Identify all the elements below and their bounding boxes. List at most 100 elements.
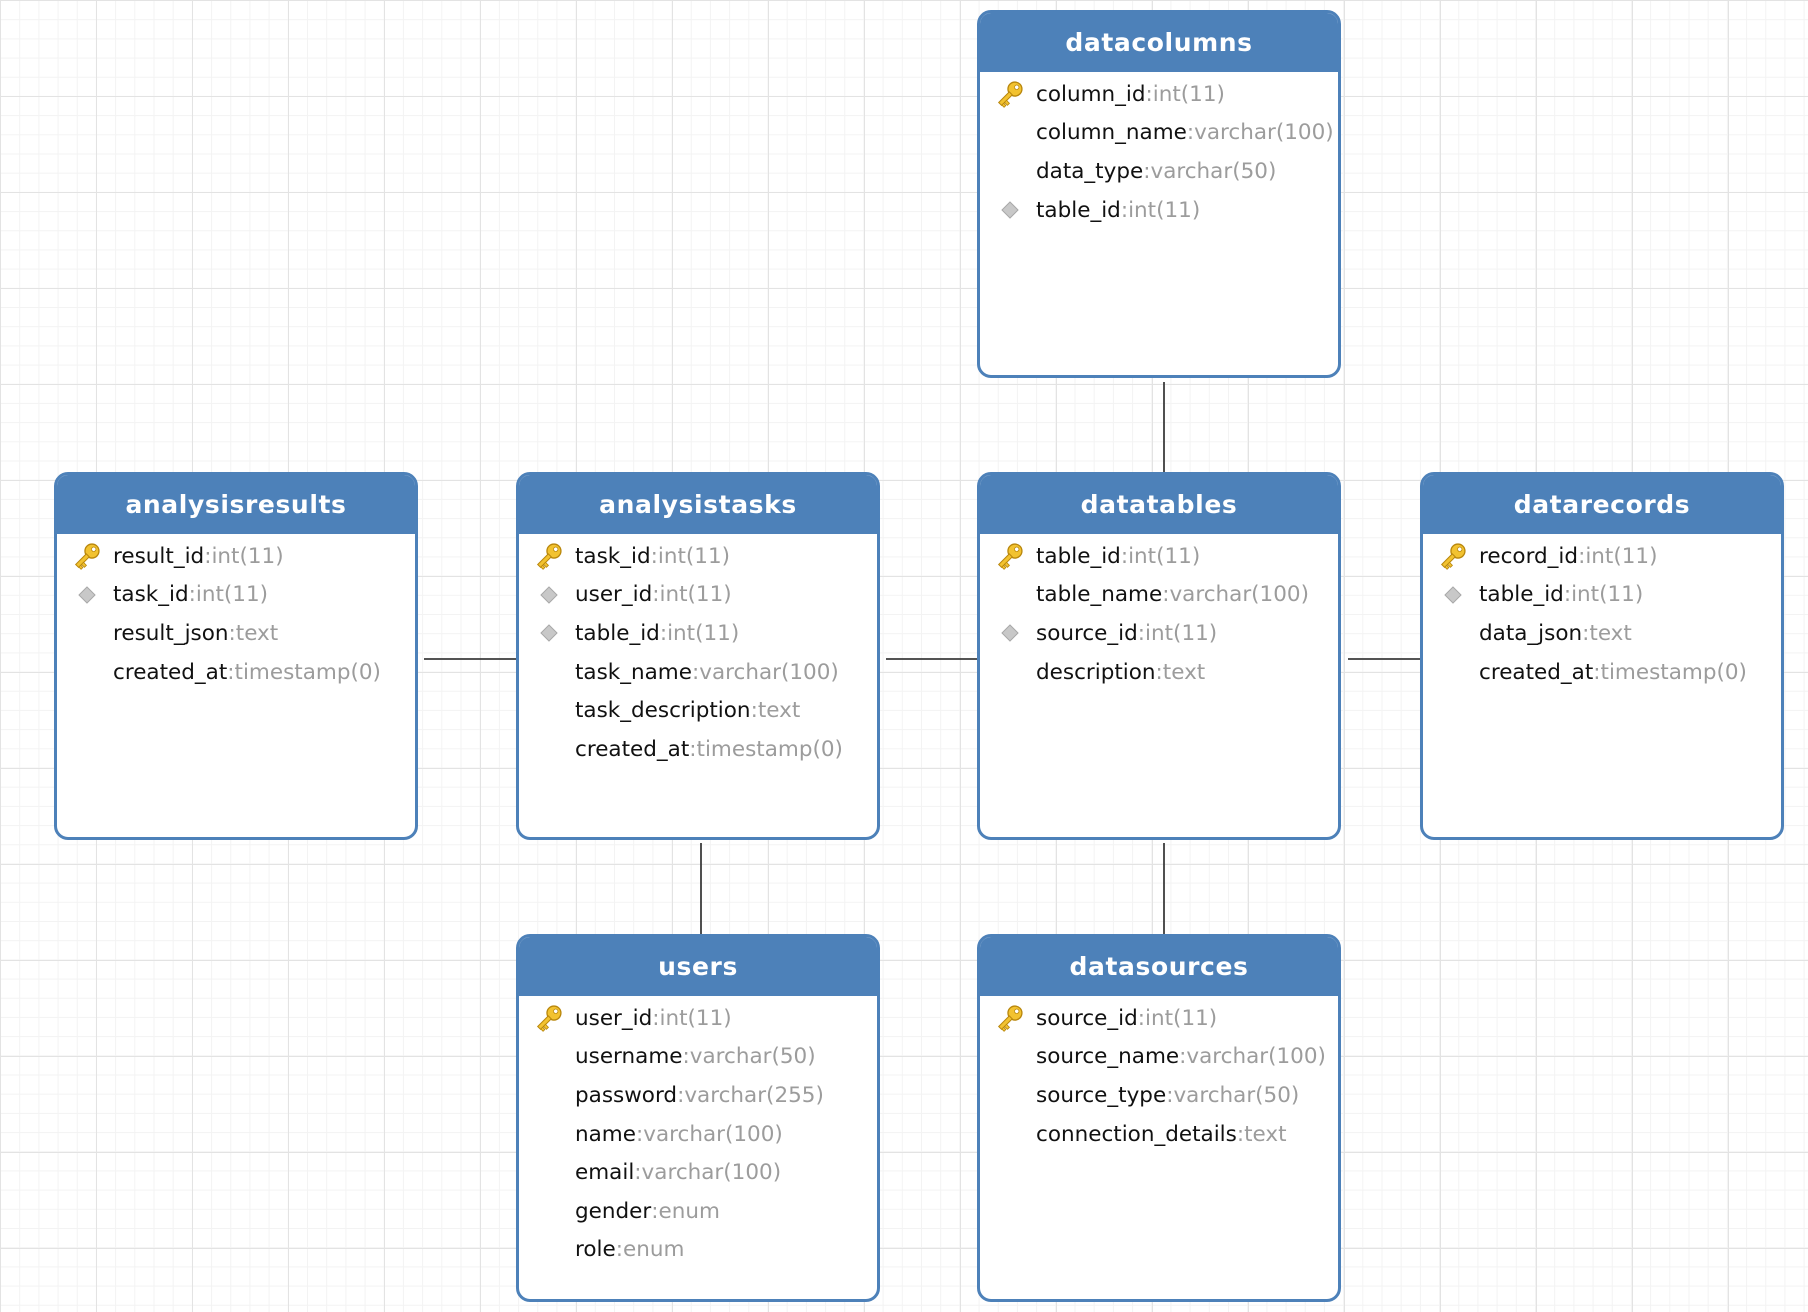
field-row[interactable]: name: varchar(100) — [519, 1115, 877, 1154]
table-header[interactable]: datacolumns — [980, 13, 1338, 72]
field-row[interactable]: table_id: int(11) — [519, 614, 877, 653]
field-row[interactable]: created_at: timestamp(0) — [57, 653, 415, 692]
blank-icon-slot — [1437, 656, 1469, 688]
field-row[interactable]: role: enum — [519, 1231, 877, 1270]
field-row[interactable]: task_description: text — [519, 691, 877, 730]
field-type: text — [757, 698, 801, 724]
blank-icon-slot — [533, 1234, 565, 1266]
field-name: column_name — [1036, 120, 1187, 146]
field-type: int(11) — [1128, 197, 1201, 223]
field-row[interactable]: username: varchar(50) — [519, 1038, 877, 1077]
field-row[interactable]: column_id: int(11) — [980, 75, 1338, 114]
field-row[interactable]: source_type: varchar(50) — [980, 1076, 1338, 1115]
field-separator: : — [650, 543, 658, 569]
table-users[interactable]: users user_id: int(11)username: varchar(… — [516, 934, 880, 1302]
key-icon — [994, 1002, 1026, 1034]
field-row[interactable]: task_id: int(11) — [519, 537, 877, 576]
field-row[interactable]: result_json: text — [57, 614, 415, 653]
field-row[interactable]: source_id: int(11) — [980, 614, 1338, 653]
field-row[interactable]: task_id: int(11) — [57, 576, 415, 615]
field-separator: : — [691, 659, 700, 685]
field-list: table_id: int(11)table_name: varchar(100… — [980, 534, 1338, 691]
field-type: varchar(100) — [641, 1160, 782, 1186]
field-type: varchar(100) — [699, 659, 839, 685]
field-row[interactable]: data_json: text — [1423, 614, 1781, 653]
blank-icon-slot — [994, 579, 1026, 611]
field-type: varchar(255) — [684, 1082, 824, 1108]
field-type: text — [1162, 659, 1206, 685]
table-datatables[interactable]: datatables table_id: int(11)table_name: … — [977, 472, 1341, 840]
field-separator: : — [1137, 620, 1146, 646]
table-header[interactable]: analysistasks — [519, 475, 877, 534]
field-row[interactable]: task_name: varchar(100) — [519, 653, 877, 692]
field-name: username — [575, 1044, 683, 1070]
field-row[interactable]: record_id: int(11) — [1423, 537, 1781, 576]
field-name: table_id — [575, 620, 660, 646]
field-separator: : — [652, 582, 660, 608]
field-type: varchar(100) — [1186, 1044, 1326, 1070]
field-name: created_at — [1479, 659, 1594, 685]
field-row[interactable]: created_at: timestamp(0) — [1423, 653, 1781, 692]
field-separator: : — [689, 736, 697, 762]
table-header[interactable]: datatables — [980, 475, 1338, 534]
field-row[interactable]: connection_details: text — [980, 1115, 1338, 1154]
field-list: record_id: int(11)table_id: int(11)data_… — [1423, 534, 1781, 691]
field-row[interactable]: column_name: varchar(100) — [980, 114, 1338, 153]
field-row[interactable]: table_id: int(11) — [980, 191, 1338, 230]
field-type: timestamp(0) — [696, 736, 843, 762]
field-list: task_id: int(11)user_id: int(11)table_id… — [519, 534, 877, 769]
field-row[interactable]: source_name: varchar(100) — [980, 1038, 1338, 1077]
field-row[interactable]: user_id: int(11) — [519, 999, 877, 1038]
field-row[interactable]: result_id: int(11) — [57, 537, 415, 576]
table-datacolumns[interactable]: datacolumns column_id: int(11)column_nam… — [977, 10, 1341, 378]
field-separator: : — [659, 620, 668, 646]
field-name: connection_details — [1036, 1121, 1237, 1147]
field-row[interactable]: created_at: timestamp(0) — [519, 730, 877, 769]
table-header[interactable]: datasources — [980, 937, 1338, 996]
field-name: user_id — [575, 1005, 653, 1031]
field-name: task_id — [113, 582, 189, 608]
key-icon — [533, 540, 565, 572]
field-name: source_id — [1036, 1005, 1138, 1031]
field-name: data_json — [1479, 620, 1583, 646]
table-datasources[interactable]: datasources source_id: int(11)source_nam… — [977, 934, 1341, 1302]
field-row[interactable]: description: text — [980, 653, 1338, 692]
diamond-icon — [1437, 579, 1469, 611]
blank-icon-slot — [533, 1041, 565, 1073]
table-analysisresults[interactable]: analysisresults result_id: int(11)task_i… — [54, 472, 418, 840]
blank-icon-slot — [533, 656, 565, 688]
field-type: timestamp(0) — [234, 659, 381, 685]
field-type: varchar(50) — [689, 1044, 816, 1070]
field-list: user_id: int(11)username: varchar(50)pas… — [519, 996, 877, 1269]
table-analysistasks[interactable]: analysistasks task_id: int(11)user_id: i… — [516, 472, 880, 840]
field-row[interactable]: password: varchar(255) — [519, 1076, 877, 1115]
field-name: table_id — [1479, 582, 1564, 608]
field-separator: : — [1145, 81, 1153, 107]
field-type: text — [1244, 1121, 1287, 1147]
field-name: source_id — [1036, 620, 1138, 646]
field-name: description — [1036, 659, 1156, 685]
field-name: table_id — [1036, 543, 1121, 569]
field-name: task_description — [575, 698, 751, 724]
field-name: name — [575, 1121, 636, 1147]
field-row[interactable]: gender: enum — [519, 1192, 877, 1231]
blank-icon-slot — [533, 1195, 565, 1227]
field-row[interactable]: table_id: int(11) — [1423, 576, 1781, 615]
field-name: source_name — [1036, 1044, 1180, 1070]
field-row[interactable]: user_id: int(11) — [519, 576, 877, 615]
table-datarecords[interactable]: datarecords record_id: int(11)table_id: … — [1420, 472, 1784, 840]
field-separator: : — [1236, 1121, 1245, 1147]
blank-icon-slot — [994, 1041, 1026, 1073]
field-row[interactable]: email: varchar(100) — [519, 1153, 877, 1192]
field-row[interactable]: source_id: int(11) — [980, 999, 1338, 1038]
field-row[interactable]: data_type: varchar(50) — [980, 152, 1338, 191]
field-name: result_json — [113, 620, 229, 646]
field-row[interactable]: table_id: int(11) — [980, 537, 1338, 576]
field-name: table_name — [1036, 582, 1163, 608]
field-row[interactable]: table_name: varchar(100) — [980, 576, 1338, 615]
table-header[interactable]: datarecords — [1423, 475, 1781, 534]
field-separator: : — [750, 698, 758, 724]
field-separator: : — [228, 620, 236, 646]
table-header[interactable]: users — [519, 937, 877, 996]
table-header[interactable]: analysisresults — [57, 475, 415, 534]
